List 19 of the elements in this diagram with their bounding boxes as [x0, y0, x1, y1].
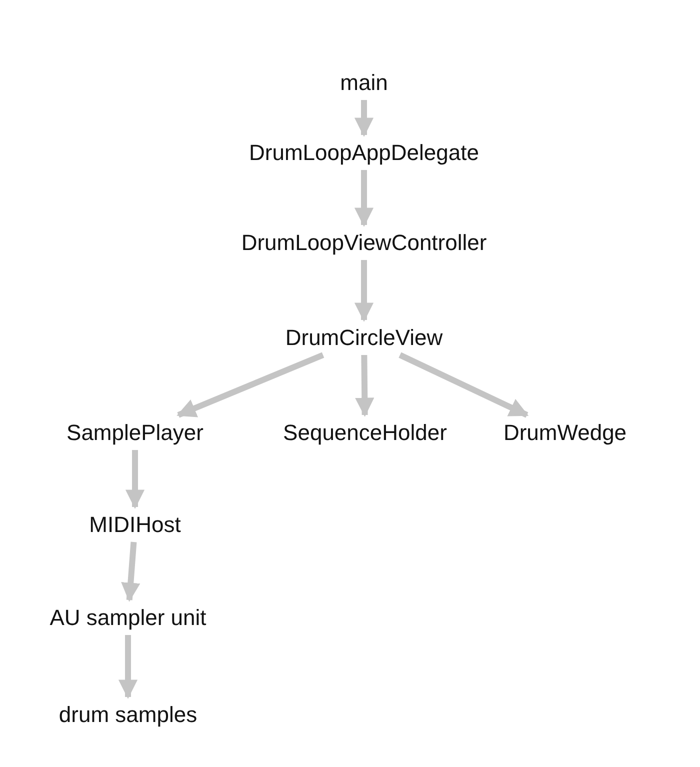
class-label: SequenceHolder	[279, 418, 451, 448]
arrow	[398, 352, 529, 418]
arrow	[125, 450, 145, 509]
arrow	[118, 635, 138, 699]
arrow	[121, 542, 140, 602]
class-label: DrumCircleView	[281, 323, 447, 353]
class-label: AU sampler unit	[46, 603, 210, 633]
class-label: DrumWedge	[499, 418, 631, 448]
class-label: DrumLoopAppDelegate	[245, 138, 483, 168]
class-label: SamplePlayer	[62, 418, 208, 448]
arrow	[354, 100, 374, 137]
arrow	[354, 170, 374, 227]
class-label: MIDIHost	[85, 510, 185, 540]
arrow	[354, 260, 374, 322]
class-label: DrumLoopViewController	[237, 228, 491, 258]
class-label: main	[336, 68, 392, 98]
class-label: drum samples	[54, 700, 202, 730]
arrow	[176, 352, 324, 418]
arrow	[355, 354, 374, 417]
